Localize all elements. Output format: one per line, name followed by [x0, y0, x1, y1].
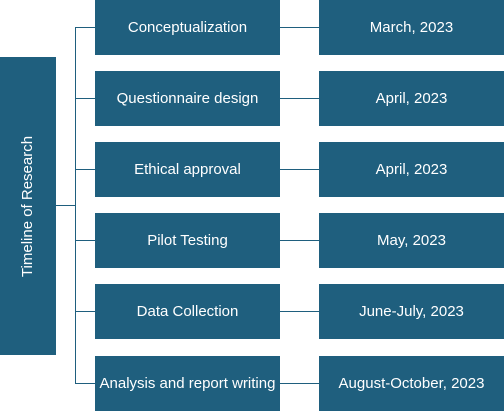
stage-label: Data Collection	[136, 303, 239, 320]
date-box: March, 2023	[319, 0, 504, 55]
branch-connector-6	[75, 383, 95, 384]
stage-box: Conceptualization	[95, 0, 280, 55]
root-connector	[56, 205, 75, 206]
stage-box: Data Collection	[95, 284, 280, 339]
stage-label: Pilot Testing	[147, 232, 228, 249]
branch-connector-1	[75, 27, 95, 28]
stage-label: Conceptualization	[127, 19, 248, 36]
date-label: April, 2023	[375, 161, 448, 178]
trunk-connector	[75, 27, 76, 383]
stage-label: Questionnaire design	[116, 90, 259, 107]
date-connector-2	[280, 98, 319, 99]
stage-box: Questionnaire design	[95, 71, 280, 126]
stage-box: Pilot Testing	[95, 213, 280, 268]
date-connector-1	[280, 27, 319, 28]
date-box: August-October, 2023	[319, 356, 504, 411]
date-connector-5	[280, 311, 319, 312]
date-box: April, 2023	[319, 142, 504, 197]
date-connector-6	[280, 383, 319, 384]
date-box: June-July, 2023	[319, 284, 504, 339]
date-label: August-October, 2023	[338, 375, 485, 392]
date-label: April, 2023	[375, 90, 448, 107]
timeline-root-box: Timeline of Research	[0, 57, 56, 355]
date-label: June-July, 2023	[359, 303, 464, 320]
branch-connector-5	[75, 311, 95, 312]
date-connector-3	[280, 169, 319, 170]
branch-connector-2	[75, 98, 95, 99]
stage-label: Analysis and report writing	[99, 375, 276, 392]
date-connector-4	[280, 240, 319, 241]
branch-connector-3	[75, 169, 95, 170]
branch-connector-4	[75, 240, 95, 241]
timeline-root-label: Timeline of Research	[19, 135, 37, 277]
date-box: April, 2023	[319, 71, 504, 126]
stage-box: Ethical approval	[95, 142, 280, 197]
date-label: March, 2023	[369, 19, 454, 36]
stage-label: Ethical approval	[134, 161, 241, 178]
stage-box: Analysis and report writing	[95, 356, 280, 411]
date-label: May, 2023	[377, 232, 446, 249]
date-box: May, 2023	[319, 213, 504, 268]
